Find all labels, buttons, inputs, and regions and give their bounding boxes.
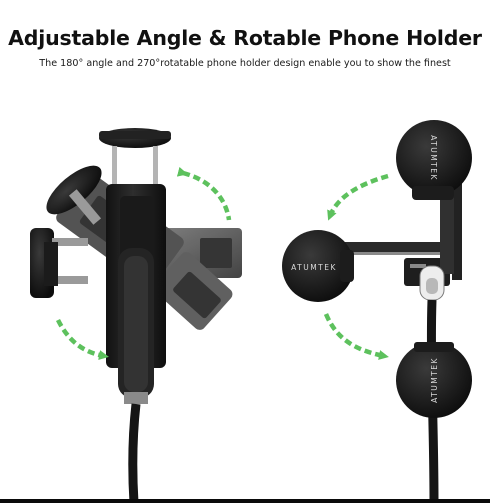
banner-title: Adjustable Angle & Rotable Phone Holder (8, 26, 482, 50)
middle-horizontal-knob: ATUMTEK (282, 230, 354, 302)
banner-subtitle: The 180° angle and 270°rotatable phone h… (39, 58, 451, 69)
right-holder-group: ATUMTEK ATUMTEK ATUMTEK (282, 120, 472, 503)
gooseneck-left (128, 403, 141, 503)
top-clamp-knob (99, 128, 171, 190)
brand-logo: ATUMTEK (291, 263, 337, 272)
side-clamp-knob (30, 228, 88, 298)
brand-logo: ATUMTEK (429, 135, 438, 181)
left-holder-group (30, 128, 242, 503)
tilted-clamp-knob (46, 165, 102, 225)
curved-arrow-icon (55, 318, 109, 361)
bottom-divider (0, 499, 490, 503)
main-holder-body (106, 184, 166, 404)
curved-arrow-icon (323, 313, 389, 360)
ball-joint (419, 265, 445, 301)
vertical-arm (440, 180, 462, 280)
bottom-rotated-knob: ATUMTEK (396, 342, 472, 418)
brand-logo: ATUMTEK (430, 357, 439, 403)
curved-arrow-icon (327, 173, 389, 221)
curved-arrow-icon (176, 166, 232, 221)
top-rotated-knob: ATUMTEK (396, 120, 472, 200)
